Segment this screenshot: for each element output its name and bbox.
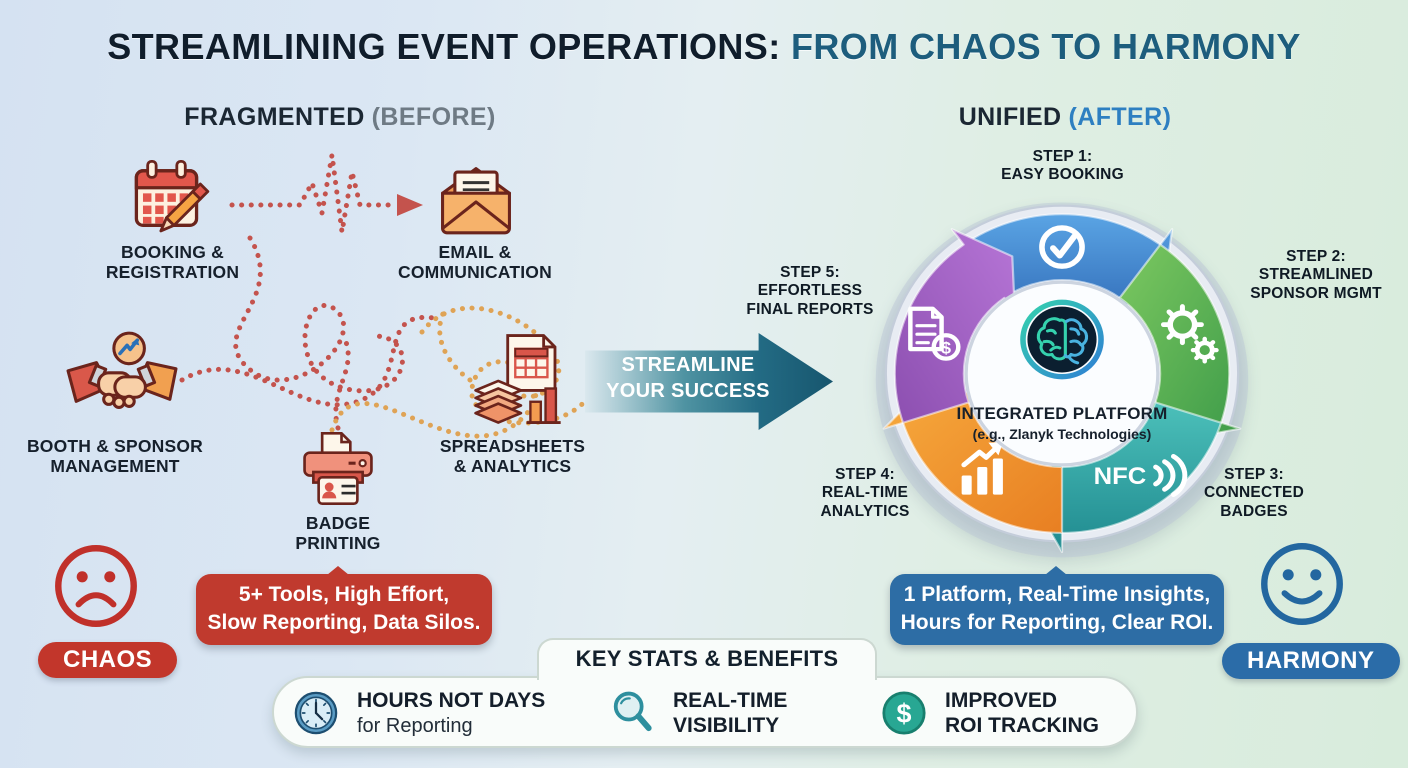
stat-real-time-visibility: REAL-TIME VISIBILITY xyxy=(606,682,787,744)
svg-text:$: $ xyxy=(941,338,951,358)
before-heading-qualifier: (BEFORE) xyxy=(371,103,496,131)
document-dollar-icon: $ xyxy=(908,306,961,361)
step-1-label: STEP 1: EASY BOOKING xyxy=(1001,148,1124,184)
cycle-segment-step-5 xyxy=(893,228,1016,424)
streamline-arrow-label: STREAMLINE YOUR SUCCESS xyxy=(606,354,770,402)
after-heading-text: UNIFIED xyxy=(958,103,1062,131)
integrated-platform-label: INTEGRATED PLATFORM (e.g., Zlanyk Techno… xyxy=(947,404,1177,442)
booking-registration-label: BOOKING & REGISTRATION xyxy=(105,242,240,282)
stat-2-line1: REAL-TIME xyxy=(673,688,788,712)
stat-1-line2: for Reporting xyxy=(357,714,473,737)
chaos-badge: CHAOS xyxy=(38,642,178,678)
clock-icon xyxy=(294,691,338,735)
dollar-icon: $ xyxy=(882,691,926,735)
stat-improved-roi: $ IMPROVED ROI TRACKING xyxy=(876,682,1099,744)
brain-icon xyxy=(1020,299,1104,380)
gears-icon xyxy=(1160,304,1219,364)
magnifier-icon xyxy=(613,691,652,732)
before-heading: FRAGMENTED(BEFORE) xyxy=(120,103,560,132)
before-heading-text: FRAGMENTED xyxy=(184,103,365,131)
svg-text:$: $ xyxy=(897,699,912,729)
after-heading: UNIFIED(AFTER) xyxy=(880,103,1250,132)
badge-printing-label: BADGE PRINTING xyxy=(295,513,381,553)
booth-sponsor-label: BOOTH & SPONSOR MANAGEMENT xyxy=(26,436,204,476)
tangled-lines-graphic xyxy=(179,152,589,439)
badge-printer-icon xyxy=(303,431,373,505)
step-4-label: STEP 4: REAL-TIME ANALYTICS xyxy=(820,466,910,520)
happy-face-icon xyxy=(1261,543,1343,625)
step-5-label: STEP 5: EFFORTLESS FINAL REPORTS xyxy=(746,264,874,318)
stat-2-line2: VISIBILITY xyxy=(673,714,780,737)
stat-3-line2: ROI TRACKING xyxy=(945,714,1099,737)
stat-hours-not-days: HOURS NOT DAYS for Reporting xyxy=(288,682,545,744)
nfc-label: NFC xyxy=(1094,463,1147,490)
key-stats-tab: KEY STATS & BENEFITS xyxy=(537,638,877,680)
sad-face-icon xyxy=(55,545,137,627)
title-prefix: STREAMLINING EVENT OPERATIONS: xyxy=(107,26,792,67)
spreadsheets-analytics-label: SPREADSHEETS & ANALYTICS xyxy=(439,436,586,476)
center-circle xyxy=(964,280,1160,467)
after-callout: 1 Platform, Real-Time Insights, Hours fo… xyxy=(890,565,1224,646)
platform-title: INTEGRATED PLATFORM xyxy=(956,404,1168,423)
stat-1-line1: HOURS NOT DAYS xyxy=(357,689,546,713)
before-callout: 5+ Tools, High Effort, Slow Reporting, D… xyxy=(196,565,492,646)
step-3-label: STEP 3: CONNECTED BADGES xyxy=(1204,466,1304,520)
key-stats-bar xyxy=(272,676,1138,748)
platform-subtitle: (e.g., Zlanyk Technologies) xyxy=(972,426,1152,442)
bar-chart-arrow-icon xyxy=(961,442,1003,495)
unified-cycle-diagram: NFC $ xyxy=(875,202,1249,558)
email-communication-label: EMAIL & COMMUNICATION xyxy=(398,242,552,282)
calendar-pencil-icon xyxy=(134,159,210,233)
check-circle-icon xyxy=(1039,225,1085,269)
handshake-chart-icon xyxy=(66,331,178,409)
title-highlight: FROM CHAOS TO HARMONY xyxy=(791,26,1301,67)
stat-3-line1: IMPROVED xyxy=(945,688,1058,712)
envelope-letter-icon xyxy=(441,167,511,235)
step-2-label: STEP 2: STREAMLINED SPONSOR MGMT xyxy=(1250,248,1382,302)
nfc-waves-icon: NFC xyxy=(1094,453,1188,498)
after-heading-qualifier: (AFTER) xyxy=(1068,103,1172,131)
harmony-badge: HARMONY xyxy=(1222,643,1400,679)
page-title: STREAMLINING EVENT OPERATIONS: FROM CHAO… xyxy=(0,26,1408,68)
spreadsheet-stack-icon xyxy=(474,334,561,424)
